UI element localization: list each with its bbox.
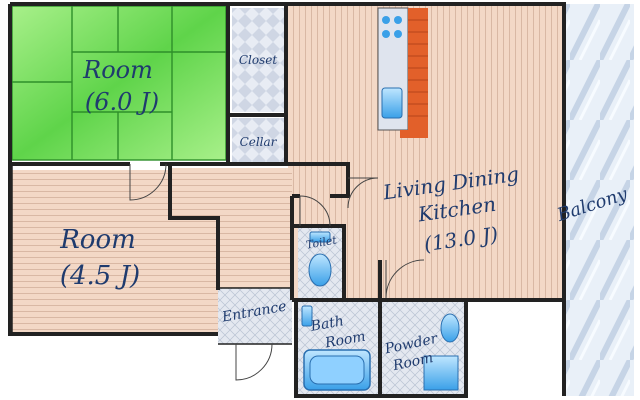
cellar-floor — [232, 118, 284, 162]
hall-lower-floor — [218, 218, 292, 290]
closet-label: Closet — [239, 53, 278, 67]
shower-fixture — [301, 305, 313, 327]
ldk-lower-floor — [348, 160, 562, 298]
toilet-label: Toilet — [305, 233, 338, 251]
bathtub — [303, 349, 371, 391]
washing-machine — [423, 355, 459, 391]
toilet-fixture — [308, 231, 332, 287]
entrance-floor — [218, 288, 292, 344]
doors — [129, 163, 425, 381]
balcony-floor — [566, 4, 634, 396]
western-room-size: (4.5 J) — [60, 261, 140, 291]
tatami-room-size: (6.0 J) — [85, 88, 159, 116]
western-room-name: Room — [59, 225, 136, 255]
walls — [8, 2, 566, 398]
hall-floor — [172, 168, 292, 218]
cellar-label: Cellar — [240, 135, 278, 149]
kitchen-counter — [377, 7, 428, 138]
bath-label-line1: Bath — [309, 313, 346, 335]
bath-label-line2: Room — [323, 329, 367, 352]
tatami-room-name: Room — [82, 56, 153, 84]
western-room-ext-floor — [170, 218, 218, 332]
closet-floor — [232, 8, 284, 112]
thin-walls — [11, 166, 292, 345]
vanity-sink — [440, 313, 460, 343]
